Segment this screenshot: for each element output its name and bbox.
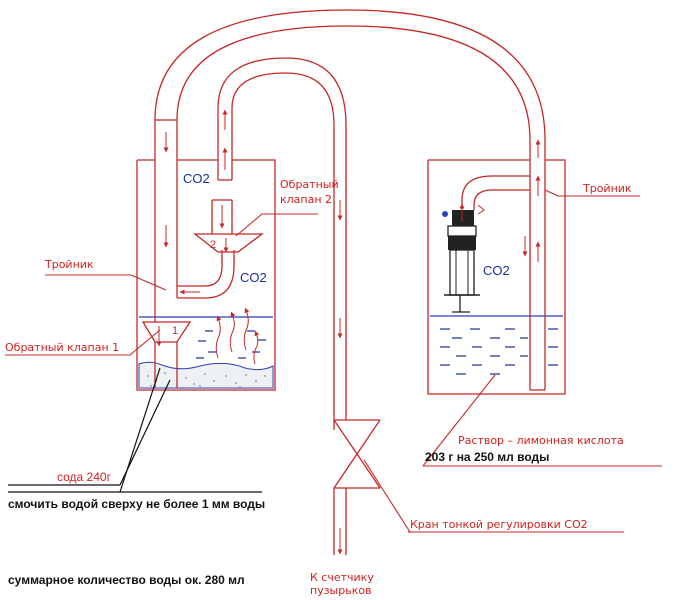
right-tee: [461, 140, 546, 391]
left-outer-pipe: [154, 119, 178, 286]
co2-label-left-top: CO2: [183, 171, 210, 186]
outer-arc-pipe: [154, 9, 546, 141]
leader-lines: [5, 189, 662, 533]
soda-leader-lines: [8, 367, 262, 493]
wet-instruction-label: смочить водой сверху не более 1 мм воды: [8, 497, 265, 511]
right-container: [427, 159, 566, 395]
soda-bed: [138, 361, 274, 389]
left-tee: [154, 250, 235, 322]
counter-label-line2: пузырьков: [310, 584, 372, 597]
check-valve-2: [193, 199, 264, 253]
syringe-valve: [442, 204, 485, 313]
co2-label-left-mid: CO2: [240, 270, 267, 285]
right-water-dashes: [440, 328, 558, 375]
check-valve-1: [141, 321, 192, 388]
co2-label-right: CO2: [483, 263, 510, 278]
check-valve-2-label-line2: клапан 2: [280, 193, 332, 206]
u-pipe-to-counter: [217, 57, 347, 420]
left-outlet-pipe: [217, 108, 233, 181]
total-water-label: суммарное количество воды ок. 280 мл: [8, 573, 245, 587]
left-container: [136, 159, 276, 391]
soda-label: сода 240г: [57, 470, 112, 484]
left-water-dashes: [196, 330, 266, 359]
tee-label-left: Тройник: [44, 258, 94, 271]
needle-valve: [333, 419, 381, 555]
counter-label-line1: К счетчику: [310, 571, 374, 584]
solution-label-line2: 203 г на 250 мл воды: [425, 450, 549, 464]
check-valve-1-label: Обратный клапан 1: [5, 341, 119, 354]
check-valve-1-number: 1: [172, 325, 178, 337]
check-valve-2-label-line1: Обратный: [280, 178, 339, 191]
tee-label-right: Тройник: [582, 182, 632, 195]
gas-bubble-arrows: [215, 307, 260, 365]
check-valve-2-number: 2: [210, 239, 216, 251]
needle-valve-label: Кран тонкой регулировки CO2: [410, 518, 588, 531]
solution-label-line1: Раствор – лимонная кислота: [458, 434, 624, 447]
